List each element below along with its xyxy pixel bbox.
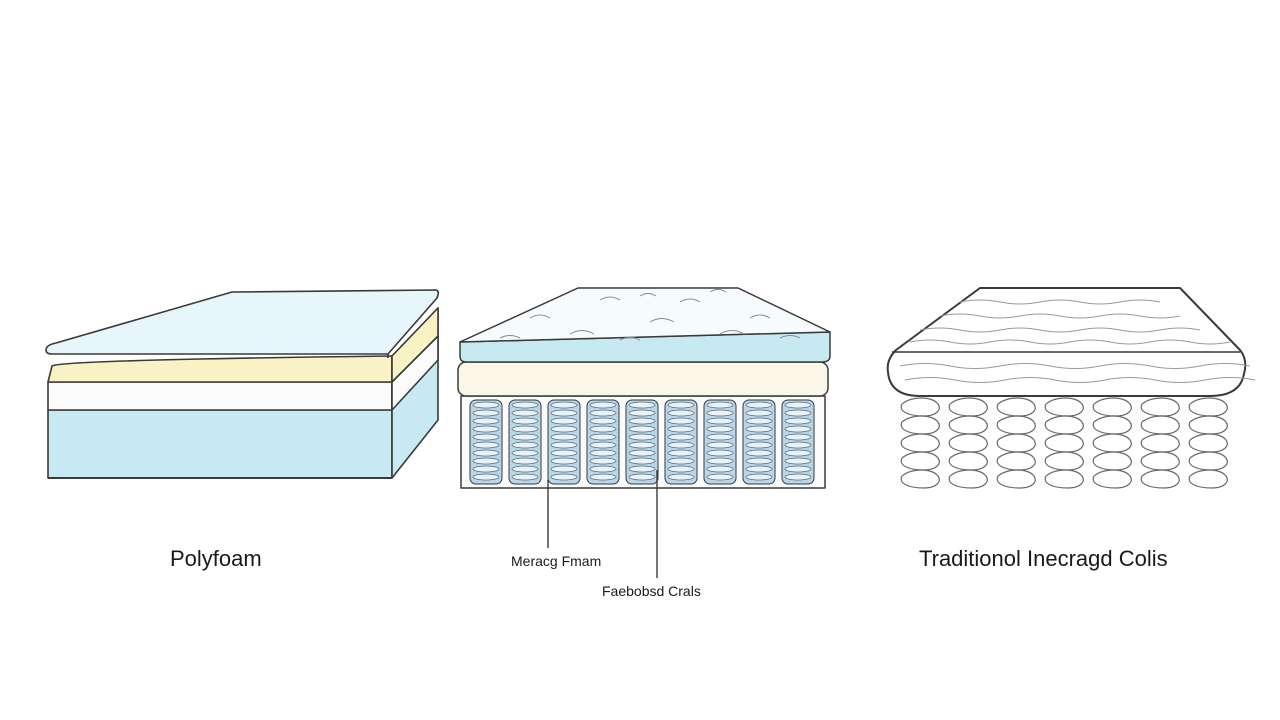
memory-foam-callout-label: Meracg Fmam [511, 553, 602, 569]
open-spring-coil [1188, 397, 1228, 489]
pocketed-coil [625, 399, 659, 485]
pocketed-coil [703, 399, 737, 485]
polyfoam-mattress-icon [45, 289, 440, 479]
innerspring-wave-texture [899, 299, 1256, 383]
pocketed-coil [469, 399, 503, 485]
polyfoam-top-sheet [45, 289, 440, 355]
pocketed-coil [508, 399, 542, 485]
pocketed-coil [742, 399, 776, 485]
traditional-innerspring-label: Traditionol Inecragd Colis [919, 546, 1168, 571]
hybrid-foam-layer [457, 361, 829, 397]
hybrid-quilt-stitching [499, 289, 801, 341]
open-spring-coil [996, 397, 1036, 489]
pocketed-coil [586, 399, 620, 485]
open-spring-coil [1092, 397, 1132, 489]
open-spring-coil [1140, 397, 1180, 489]
innerspring-mattress-icon [886, 287, 1256, 489]
pocketed-coils [469, 399, 815, 485]
open-spring-coil [900, 397, 940, 489]
polyfoam-middle-layer [47, 381, 393, 411]
pocketed-coils-callout-label: Faebobsd Crals [602, 583, 701, 599]
polyfoam-yellow-layer [47, 355, 393, 383]
polyfoam-label: Polyfoam [170, 546, 262, 571]
open-spring-coil [1044, 397, 1084, 489]
pocketed-coil [781, 399, 815, 485]
pocketed-coil [547, 399, 581, 485]
open-spring-coil [948, 397, 988, 489]
hybrid-quilted-top [459, 287, 831, 343]
hybrid-mattress-icon [457, 287, 831, 578]
innerspring-coils [900, 397, 1228, 489]
pocketed-coil [664, 399, 698, 485]
polyfoam-base-layer [47, 409, 393, 479]
